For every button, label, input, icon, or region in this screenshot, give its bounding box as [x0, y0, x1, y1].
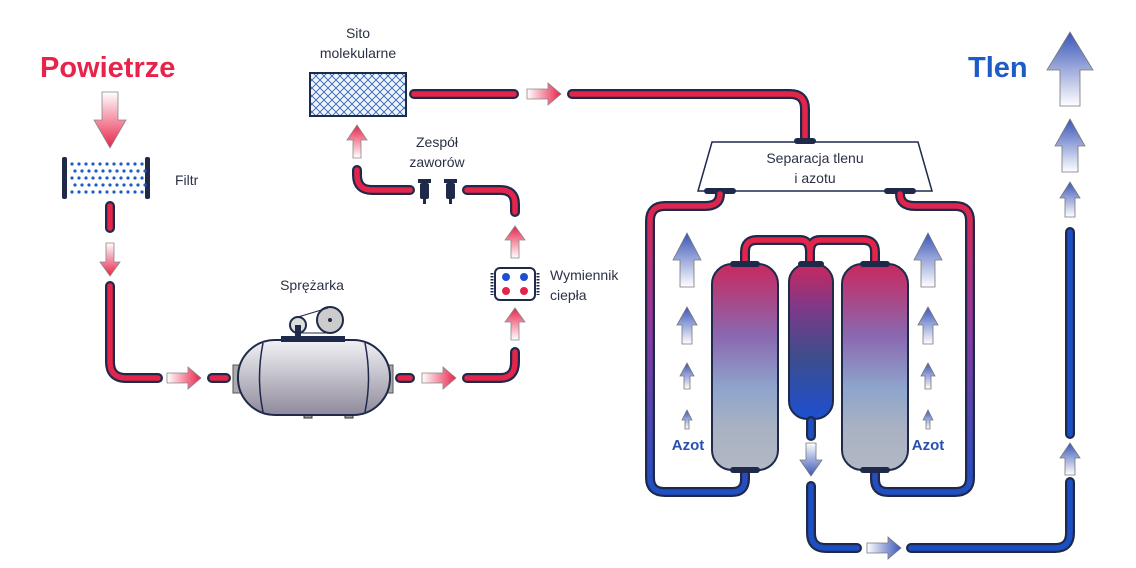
heat-exchanger-icon	[490, 267, 540, 301]
pipe	[742, 237, 878, 265]
arrow-up-icon	[1059, 442, 1081, 476]
arrow-up-icon	[1054, 118, 1086, 173]
nitrogen-label-right: Azot	[912, 437, 945, 454]
arrow-up-icon	[1046, 31, 1094, 107]
arrow-up-icon	[346, 124, 368, 159]
filter-label: Filtr	[175, 172, 199, 188]
pipe	[908, 479, 1073, 551]
heat-exchanger-label-1: Wymiennik	[550, 267, 619, 283]
filter-icon	[62, 157, 150, 199]
valve-icon	[418, 179, 457, 204]
arrow-right-icon	[526, 82, 562, 106]
separation-label-1: Separacja tlenu	[766, 150, 863, 166]
separation-unit	[697, 141, 933, 192]
arrow-down-icon	[99, 242, 121, 277]
arrow-down-icon	[93, 91, 127, 149]
air-label: Powietrze	[40, 52, 175, 84]
heat-exchanger-label-2: ciepła	[550, 287, 587, 303]
oxygen-tank	[788, 263, 834, 420]
arrow-up-icon	[504, 307, 526, 341]
arrow-right-icon	[421, 366, 457, 390]
compressor-label: Sprężarka	[280, 277, 344, 293]
valves-label-2: zaworów	[409, 154, 465, 170]
pipe	[647, 191, 748, 495]
pipe	[464, 187, 518, 215]
valves-label-1: Zespół	[416, 134, 459, 150]
adsorber-tank-right	[841, 263, 909, 471]
arrow-up-icon	[504, 225, 526, 259]
nitrogen-arrows-right	[913, 232, 943, 430]
adsorber-tank-left	[711, 263, 779, 471]
arrow-up-icon	[1059, 181, 1081, 218]
oxygen-label: Tlen	[968, 52, 1028, 84]
nitrogen-arrows-left	[672, 232, 702, 430]
pipe	[354, 167, 413, 193]
sieve-label-2: molekularne	[320, 45, 396, 61]
pipe	[464, 349, 518, 381]
pipe	[808, 483, 860, 551]
compressor-icon	[232, 306, 394, 419]
pipe	[872, 191, 973, 495]
arrow-down-icon	[799, 442, 823, 477]
sieve-label-1: Sito	[346, 25, 370, 41]
pipe	[107, 283, 161, 381]
nitrogen-label-left: Azot	[672, 437, 705, 454]
arrow-right-icon	[166, 366, 202, 390]
separation-label-2: i azotu	[794, 170, 835, 186]
molecular-sieve-icon	[309, 72, 407, 117]
pipe	[569, 91, 808, 143]
arrow-right-icon	[866, 536, 902, 560]
